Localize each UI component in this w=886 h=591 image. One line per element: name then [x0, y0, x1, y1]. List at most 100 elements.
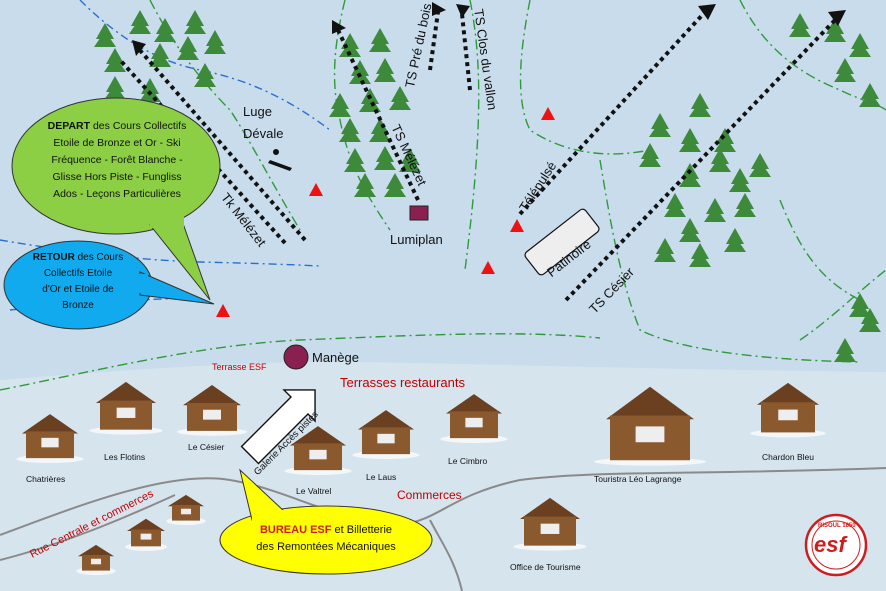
- triangle-marker: [481, 261, 495, 274]
- retour-bubble: RETOUR des Cours Collectifs Etoile d'Or …: [16, 250, 140, 314]
- tree: [834, 338, 856, 362]
- arrowhead: [828, 10, 846, 26]
- tree: [329, 93, 351, 117]
- bureau-bold: BUREAU ESF: [259, 524, 332, 536]
- bureau-bubble-shape: [219, 468, 433, 575]
- trail-9: [799, 269, 886, 341]
- tree: [724, 228, 746, 252]
- tree: [729, 168, 751, 192]
- chalets-layer: [16, 381, 826, 576]
- chalet-label: Le Césier: [188, 442, 225, 452]
- tree: [654, 238, 676, 262]
- tree: [129, 10, 151, 34]
- lift-tk-melezet-1: [136, 46, 307, 242]
- tree: [139, 78, 161, 102]
- label-devale: Dévale: [243, 126, 284, 141]
- tree: [94, 23, 116, 47]
- triangle-marker: [510, 219, 524, 232]
- tree: [344, 148, 366, 172]
- trail-2: [333, 0, 391, 231]
- chalet-label: Le Laus: [366, 472, 397, 482]
- trails-green: [0, 0, 886, 391]
- depart-bubble-shape: [11, 97, 221, 301]
- label-commerces: Commerces: [397, 488, 462, 502]
- tree: [859, 83, 881, 107]
- tree: [734, 193, 756, 217]
- retour-bubble-shape: [3, 240, 215, 330]
- chalet-label: Touristra Léo Lagrange: [594, 474, 682, 484]
- chalet-icon: [513, 497, 587, 551]
- esf-logo-main: esf: [814, 532, 846, 557]
- lumiplan-marker[interactable]: [409, 205, 429, 221]
- label-terrasse-esf: Terrasse ESF: [212, 362, 267, 372]
- tree: [689, 243, 711, 267]
- rue-centrale-road: [0, 494, 176, 561]
- tree: [849, 33, 871, 57]
- tree: [204, 30, 226, 54]
- trail-blue-1: [79, 0, 331, 131]
- bureau-line: des Remontées Mécaniques: [256, 541, 396, 553]
- retour-line: Collectifs Etoile: [43, 268, 113, 279]
- tree: [349, 60, 371, 84]
- chalet-icon: [125, 518, 167, 551]
- trail-1: [0, 333, 601, 391]
- lift-ts-clos-du-vallon: [460, 13, 472, 91]
- lift-ts-pre-du-bois: [428, 11, 440, 71]
- tree: [149, 43, 171, 67]
- side-road: [429, 519, 463, 591]
- chalet-icon: [750, 382, 826, 438]
- label-manege: Manège: [312, 350, 359, 365]
- chalet-icon: [89, 381, 163, 435]
- chalet-icon: [284, 426, 352, 476]
- tree: [104, 48, 126, 72]
- chalet-label: Les Flotins: [104, 452, 146, 462]
- tree: [389, 86, 411, 110]
- tree: [679, 218, 701, 242]
- trail-4: [519, 0, 651, 155]
- chalet-label: Chardon Bleu: [762, 452, 814, 462]
- arrowhead: [432, 2, 446, 16]
- tree: [749, 153, 771, 177]
- tree: [154, 18, 176, 42]
- tree: [104, 76, 126, 100]
- tree: [359, 88, 381, 112]
- manege-marker[interactable]: [283, 344, 309, 370]
- trail-7: [779, 199, 861, 301]
- label-office-tourisme: Office de Tourisme: [510, 562, 581, 572]
- retour-line: des Cours: [77, 252, 124, 263]
- chalet-icon: [352, 410, 420, 460]
- triangle-marker: [216, 304, 230, 317]
- depart-line: Etoile de Bronze et Or - Ski: [53, 137, 181, 149]
- triangle-marker: [541, 107, 555, 120]
- tree: [177, 36, 199, 60]
- chalet-icon: [177, 385, 247, 436]
- chalet-icon: [16, 414, 84, 464]
- chalet-label: Chatrières: [26, 474, 66, 484]
- arrowhead: [456, 4, 470, 18]
- tree: [664, 193, 686, 217]
- tree: [354, 173, 376, 197]
- galerie-arrow[interactable]: [234, 374, 330, 470]
- arrowhead: [698, 4, 716, 20]
- depart-bubble: DEPART des Cours Collectifs Etoile de Br…: [26, 118, 208, 203]
- tree: [789, 13, 811, 37]
- tree: [384, 173, 406, 197]
- tree: [339, 118, 361, 142]
- chalet-icon: [440, 394, 508, 444]
- tree: [369, 118, 391, 142]
- bureau-bubble: BUREAU ESF et Billetterie des Remontées …: [226, 522, 426, 556]
- depart-bold: DEPART: [47, 120, 91, 132]
- depart-line: Glisse Hors Piste - Fungliss: [52, 171, 182, 183]
- chalet-label: Le Cimbro: [448, 456, 488, 466]
- tree: [689, 93, 711, 117]
- tree: [649, 113, 671, 137]
- patinoire-box[interactable]: [523, 208, 600, 277]
- triangle-marker: [309, 183, 323, 196]
- tree: [184, 10, 206, 34]
- lift-telepulse: [518, 10, 707, 216]
- retour-bold: RETOUR: [32, 252, 75, 263]
- tree: [369, 28, 391, 52]
- retour-line: d'Or et Etoile de: [42, 284, 114, 295]
